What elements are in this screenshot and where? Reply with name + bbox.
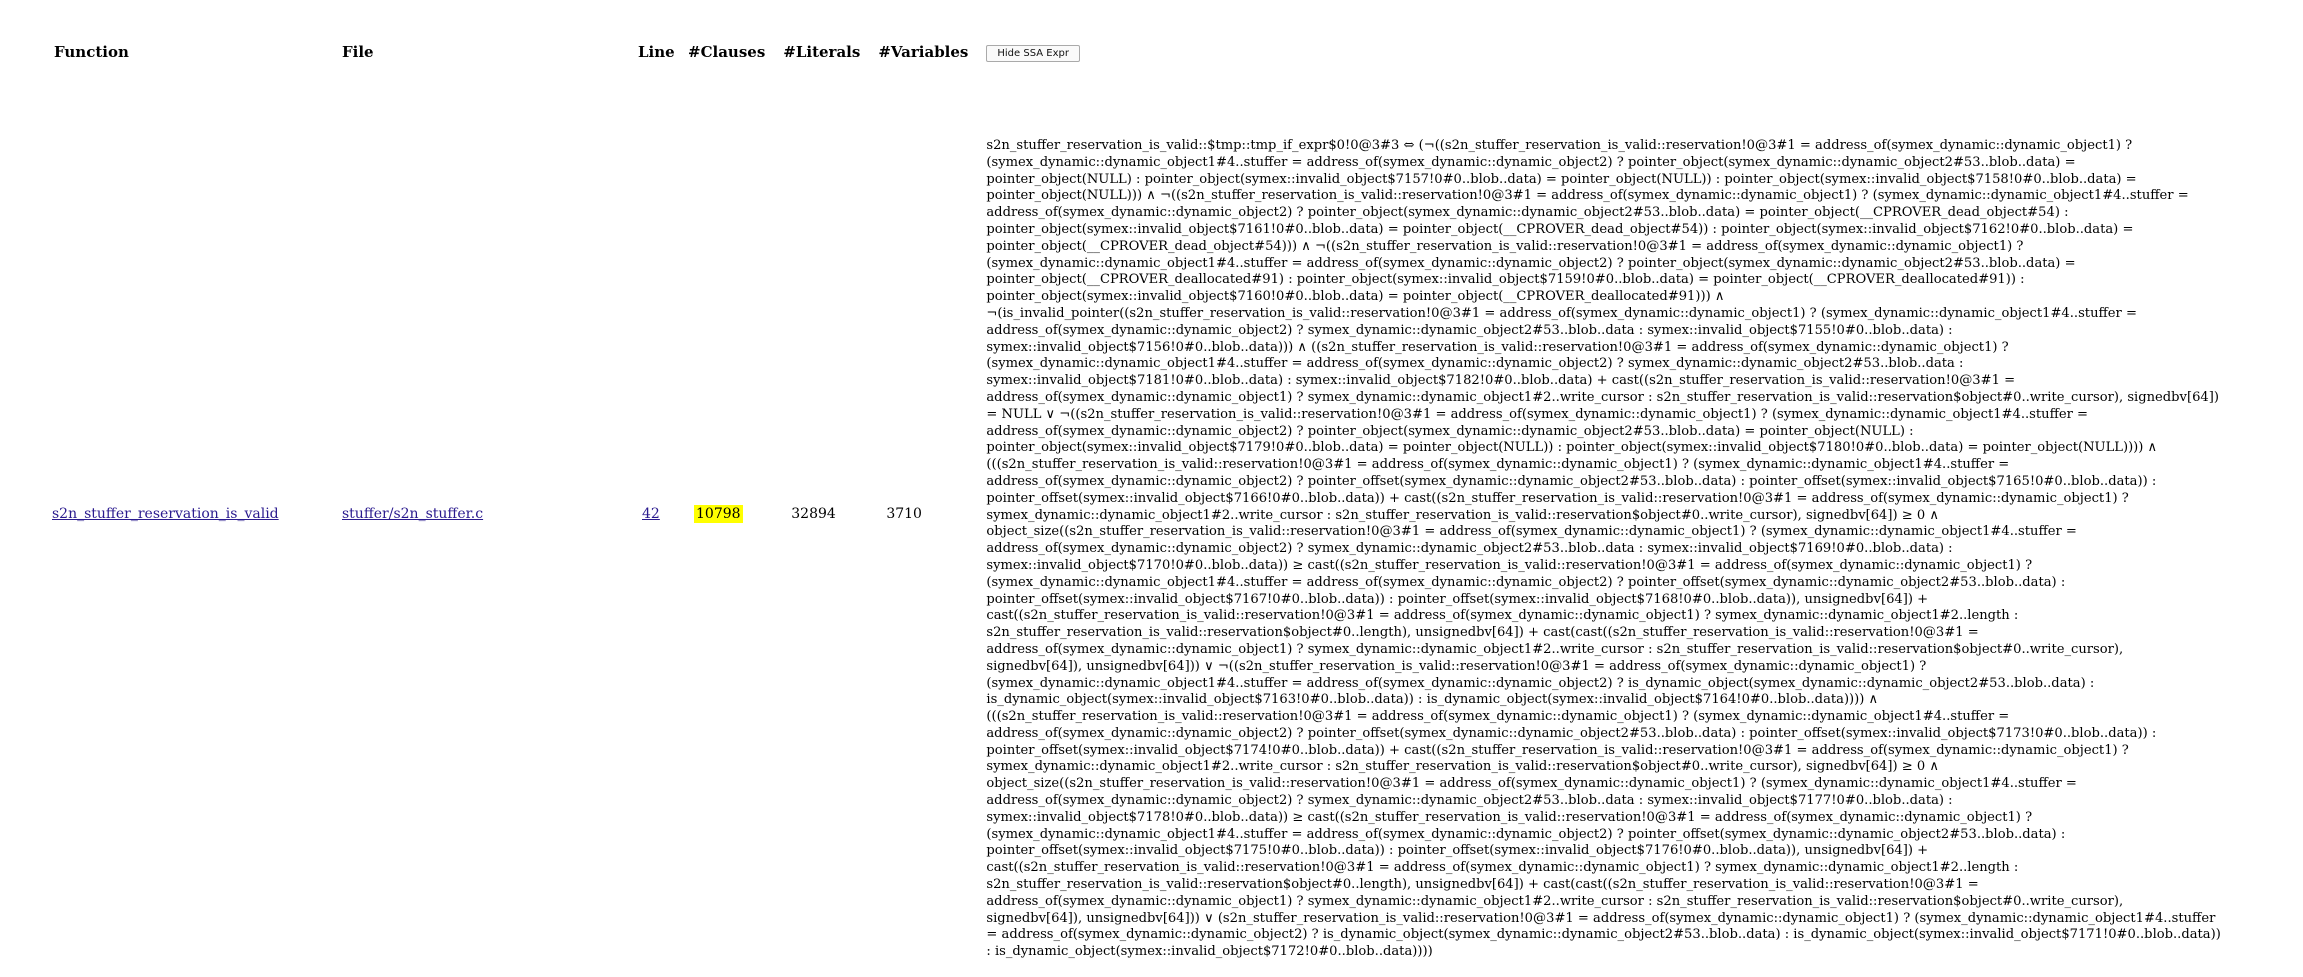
file-link[interactable]: stuffer/s2n_stuffer.c <box>342 505 484 522</box>
function-link[interactable]: s2n_stuffer_reservation_is_valid <box>52 505 279 522</box>
table-body: s2n_stuffer_reservation_is_valid stuffer… <box>40 66 2221 961</box>
column-header-literals: #Literals <box>783 43 861 61</box>
ssa-expression: s2n_stuffer_reservation_is_valid::$tmp::… <box>986 138 2221 960</box>
column-header-variables: #Variables <box>878 43 969 61</box>
header-row: Function File Line #Clauses #Literals #V… <box>40 38 2221 66</box>
column-header-file: File <box>342 43 374 61</box>
table-row: s2n_stuffer_reservation_is_valid stuffer… <box>40 66 2221 961</box>
line-link[interactable]: 42 <box>642 505 660 522</box>
cell-variables: 3710 <box>886 505 922 522</box>
cell-literals: 32894 <box>791 505 836 522</box>
column-header-clauses: #Clauses <box>688 43 766 61</box>
report-table: Function File Line #Clauses #Literals #V… <box>40 38 2221 961</box>
column-header-function: Function <box>54 43 129 61</box>
cell-clauses: 10798 <box>688 66 783 961</box>
cell-file: stuffer/s2n_stuffer.c <box>342 66 638 961</box>
column-header-line: Line <box>638 43 675 61</box>
clauses-value-highlighted: 10798 <box>694 504 743 523</box>
table-header: Function File Line #Clauses #Literals #V… <box>40 38 2221 66</box>
cell-function: s2n_stuffer_reservation_is_valid <box>40 66 342 961</box>
column-header-expr: Hide SSA Expr <box>986 38 2221 66</box>
hide-ssa-expr-button[interactable]: Hide SSA Expr <box>986 45 1080 62</box>
cell-line: 42 <box>638 66 688 961</box>
